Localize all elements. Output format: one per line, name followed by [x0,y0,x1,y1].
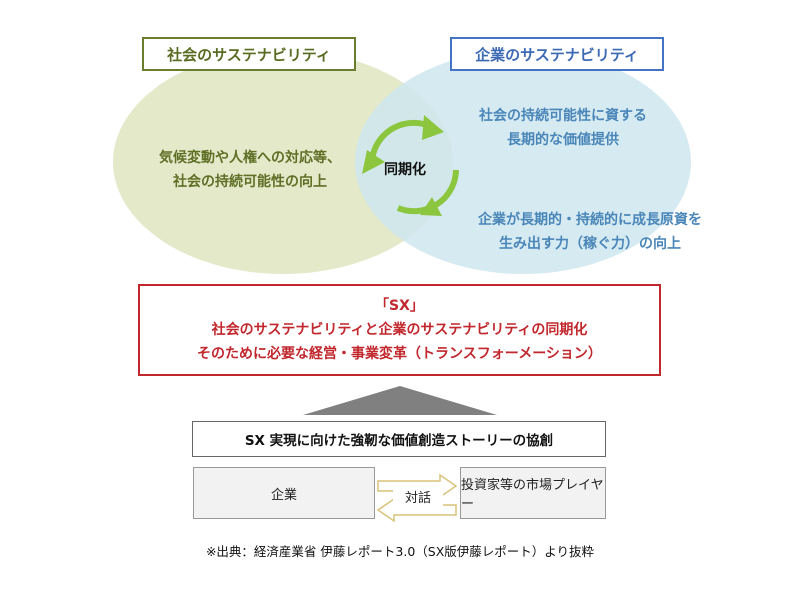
company-box: 企業 [193,467,375,519]
society-circle [113,50,453,274]
company-line4: 生み出す力（稼ぐ力）の向上 [499,236,681,252]
sx-box: 「SX」 社会のサステナビリティと企業のサステナビリティの同期化 そのために必要… [138,284,661,376]
company-description-bottom: 企業が長期的・持続的に成長原資を 生み出す力（稼ぐ力）の向上 [450,208,730,256]
sync-label: 同期化 [384,162,426,178]
investor-box: 投資家等の市場プレイヤー [460,467,606,519]
sx-line1: 社会のサステナビリティと企業のサステナビリティの同期化 [211,322,588,338]
society-line1: 気候変動や人権への対応等、 [159,150,341,166]
dialogue-label: 対話 [393,490,443,508]
company-line1: 社会の持続可能性に資する [479,108,647,124]
value-story-label: SX 実現に向けた強靭な価値創造ストーリーの協創 [244,433,554,449]
investor-box-label: 投資家等の市場プレイヤー [461,478,604,512]
society-title-text: 社会のサステナビリティ [167,45,331,64]
society-title: 社会のサステナビリティ [142,37,356,71]
company-line3: 企業が長期的・持続的に成長原資を [478,212,702,228]
sx-line2: そのために必要な経営・事業変革（トランスフォーメーション） [197,346,602,362]
sx-title: 「SX」 [375,298,424,314]
arrow-head-right [420,197,442,216]
sync-cycle-icon [369,119,459,215]
company-box-label: 企業 [270,487,297,503]
society-description: 気候変動や人権への対応等、 社会の持続可能性の向上 [140,146,360,194]
company-line2: 長期的な価値提供 [507,132,619,148]
company-circle [355,50,691,274]
company-title-text: 企業のサステナビリティ [475,45,639,64]
arrow-head-bottom [362,150,385,174]
society-line2: 社会の持続可能性の向上 [173,174,327,190]
venn-diagram [113,50,691,274]
value-story-box: SX 実現に向けた強靭な価値創造ストーリーの協創 [192,421,606,457]
pedestal-triangle [303,386,497,415]
source-note: ※出典：経済産業省 伊藤レポート3.0（SX版伊藤レポート）より抜粋 [205,544,595,559]
company-title: 企業のサステナビリティ [450,37,664,71]
arrow-head-top [422,115,444,140]
company-description-top: 社会の持続可能性に資する 長期的な価値提供 [448,104,678,152]
